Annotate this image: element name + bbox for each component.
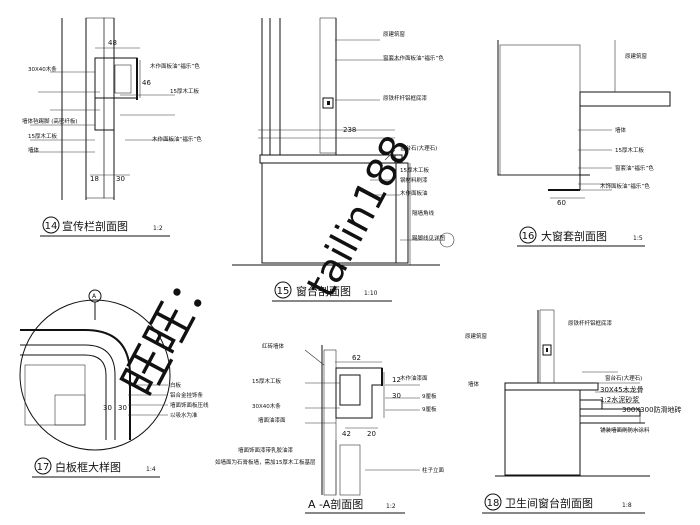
detail-aa-label-1: 红砖墙体 bbox=[262, 342, 285, 350]
detail-15-label-1: 原建筑窗 bbox=[383, 30, 406, 38]
detail-16-number-circle bbox=[519, 226, 537, 244]
detail-aa-dim-4: 42 bbox=[342, 430, 351, 438]
detail-17-scale: 1:4 bbox=[146, 466, 156, 473]
detail-14-dim-1: 48 bbox=[108, 39, 117, 47]
detail-16-label-5: 木饰面板油“福乐”色 bbox=[600, 182, 650, 190]
detail-16-label-3: 15厚木工板 bbox=[615, 146, 644, 154]
detail-aa-dim-5: 20 bbox=[367, 430, 376, 438]
detail-14-scale: 1:2 bbox=[153, 225, 163, 232]
detail-aa-label-5: 墙面饰面漆带乳胶油漆 bbox=[238, 446, 294, 454]
detail-17-title-text: 白板框大样图 bbox=[55, 460, 121, 474]
detail-15-drawing bbox=[232, 17, 455, 266]
detail-aa-scale: 1:2 bbox=[386, 503, 396, 510]
detail-18-label-1: 原建筑窗 bbox=[465, 332, 488, 340]
detail-14-label-2: 木作面板油“福乐”色 bbox=[150, 62, 200, 70]
detail-aa-dim-2: 12 bbox=[392, 376, 401, 384]
detail-aa-label-4: 墙面油漆面 bbox=[258, 416, 286, 424]
detail-aa-label-6: 如墙面为石膏板墙，需加15厚木工板基层 bbox=[215, 458, 316, 466]
detail-15-label-2: 窗套木作面板油“福乐”色 bbox=[383, 54, 444, 62]
detail-18-label-7: 300X300防滑地砖 bbox=[622, 405, 682, 414]
detail-aa-title-text: A -A剖面图 bbox=[308, 497, 363, 511]
detail-17-label-4: 以吸水为准 bbox=[170, 411, 198, 419]
detail-aa-drawing bbox=[304, 345, 420, 496]
detail-14-label-1: 30X40木条 bbox=[28, 65, 57, 73]
detail-16-number: 16 bbox=[522, 231, 535, 242]
detail-18-label-8: 铺装墙面刷防水涂料 bbox=[600, 426, 650, 434]
detail-15-label-7: 木作面板油 bbox=[400, 189, 428, 197]
detail-aa-title: A -A剖面图 1:2 bbox=[305, 497, 405, 514]
detail-15-scale: 1:10 bbox=[364, 290, 378, 297]
detail-14-label-4: 墙体毡踢脚 (高密纤板) bbox=[22, 117, 78, 125]
detail-15-number-circle bbox=[274, 281, 292, 299]
detail-15-dim-1: 238 bbox=[343, 126, 356, 134]
detail-14-label-7: 木作面板油“福乐”色 bbox=[152, 135, 202, 143]
detail-15-title: 15 窗台剖面图 1:10 bbox=[272, 281, 392, 302]
detail-18-label-3: 墙体 bbox=[468, 380, 480, 388]
detail-16-label-2: 墙体 bbox=[615, 126, 627, 134]
detail-14-drawing bbox=[30, 17, 175, 200]
detail-14-number-circle bbox=[42, 216, 60, 234]
detail-14-label-3: 15厚木工板 bbox=[170, 87, 199, 95]
detail-15-label-3: 原铁杆杆铝框底漆 bbox=[383, 94, 428, 102]
detail-14-number: 14 bbox=[45, 221, 58, 232]
detail-16-drawing bbox=[497, 40, 671, 199]
detail-17-label-1: 白板 bbox=[170, 381, 182, 389]
detail-14-title: 14 宣传栏剖面图 1:2 bbox=[40, 216, 170, 237]
detail-15-label-8: 隔墙角线 bbox=[412, 209, 435, 217]
detail-17-title: 17 白板框大样图 1:4 bbox=[32, 457, 160, 478]
detail-16-label-4: 窗套油“福乐”色 bbox=[615, 164, 654, 172]
detail-15-label-9: 踢脚线见详图 bbox=[412, 234, 446, 242]
detail-aa-label-9: 9厘板 bbox=[422, 405, 437, 413]
detail-aa-dim-1: 62 bbox=[352, 354, 361, 362]
detail-14-dim-4: 30 bbox=[116, 175, 125, 183]
detail-18-title: 18 卫生间窗台剖面图 1:8 bbox=[482, 493, 645, 514]
detail-aa-label-8: 9厘板 bbox=[422, 392, 437, 400]
detail-15-label-5: 15厚木工板 bbox=[400, 166, 429, 174]
detail-15-label-6: 钢材料刷漆 bbox=[400, 176, 428, 184]
detail-15-number: 15 bbox=[277, 286, 290, 297]
detail-14-dim-3: 18 bbox=[90, 175, 99, 183]
detail-aa-label-7: 木作油漆面 bbox=[400, 374, 428, 382]
detail-16-label-1: 原建筑窗 bbox=[625, 52, 648, 60]
detail-17-dim-1: 30 bbox=[103, 404, 112, 412]
detail-17-drawing bbox=[19, 289, 171, 451]
detail-18-scale: 1:8 bbox=[622, 502, 632, 509]
detail-18-label-6: 1:2水泥砂浆 bbox=[600, 395, 639, 404]
detail-17-label-2: 铝合金挂饰条 bbox=[170, 391, 204, 399]
detail-14-label-6: 墙体 bbox=[28, 146, 40, 154]
detail-18-label-4: 窗台石(大理石) bbox=[605, 374, 642, 382]
detail-16-scale: 1:5 bbox=[633, 235, 643, 242]
detail-aa-label-10: 柱子立面 bbox=[422, 466, 445, 474]
detail-17-dim-2: 30 bbox=[118, 404, 127, 412]
detail-17-number-circle bbox=[34, 457, 52, 475]
detail-15-title-text: 窗台剖面图 bbox=[296, 284, 351, 298]
detail-aa-label-3: 30X40木条 bbox=[252, 402, 281, 410]
detail-14-dim-2: 46 bbox=[142, 79, 151, 87]
detail-16-title-text: 大窗套剖面图 bbox=[541, 229, 607, 243]
detail-18-title-text: 卫生间窗台剖面图 bbox=[505, 496, 593, 510]
detail-aa-dim-3: 30 bbox=[392, 392, 401, 400]
detail-18-label-2: 原铁杆杆铝框底漆 bbox=[568, 319, 613, 327]
detail-18-number: 18 bbox=[487, 498, 500, 509]
detail-18-number-circle bbox=[484, 493, 502, 511]
detail-16-title: 16 大窗套剖面图 1:5 bbox=[517, 226, 645, 247]
detail-aa-label-2: 15厚木工板 bbox=[252, 377, 281, 385]
detail-18-drawing bbox=[495, 309, 650, 477]
detail-15-label-4: 窗台石(大理石) bbox=[400, 144, 437, 152]
detail-14-label-5: 15厚木工板 bbox=[28, 132, 57, 140]
detail-18-label-5: 30X45木龙骨 bbox=[600, 385, 644, 394]
detail-17-label-3: 墙面饰面板压线 bbox=[170, 401, 209, 409]
detail-16-dim-1: 60 bbox=[557, 199, 566, 207]
detail-17-number: 17 bbox=[37, 462, 50, 473]
detail-14-title-text: 宣传栏剖面图 bbox=[62, 219, 128, 233]
watermark-chinese: 旺旺： bbox=[111, 252, 228, 405]
detail-17-marker: A bbox=[92, 293, 97, 300]
